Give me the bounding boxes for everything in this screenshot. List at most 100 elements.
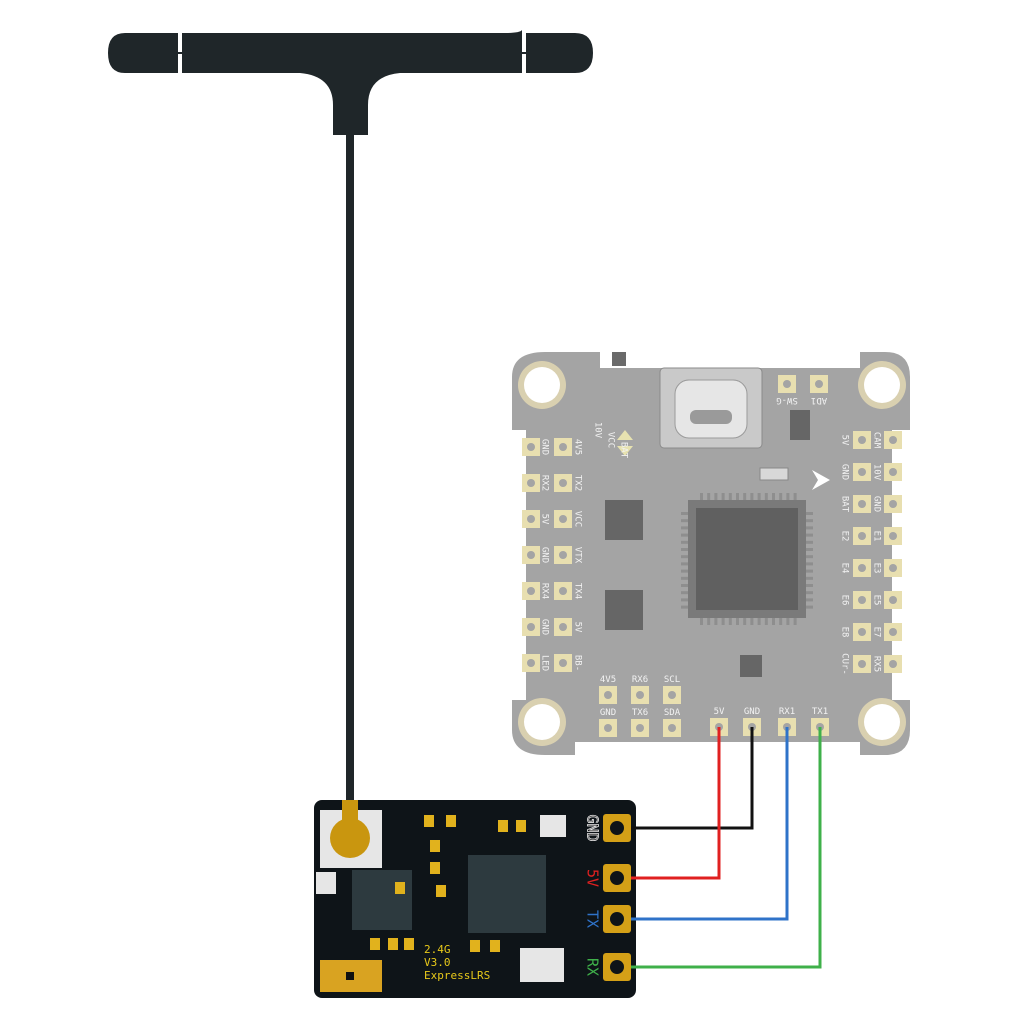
fc-pad [554, 618, 572, 636]
fc-power-label: VCC [606, 432, 616, 448]
smd-component [498, 820, 508, 832]
fc-pad-label: E3 [872, 563, 882, 574]
wire [631, 727, 721, 880]
fc-pad-label: E2 [840, 531, 850, 542]
fc-power-label: 10V [593, 422, 603, 439]
smd-component [424, 815, 434, 827]
smd-component [470, 940, 480, 952]
receiver-label: ExpressLRS [424, 969, 490, 982]
fc-pad-label: RX6 [632, 675, 648, 685]
fc-pad [554, 654, 572, 672]
smd-component [436, 885, 446, 897]
fc-pad [599, 719, 617, 737]
fc-pad-label: GND [840, 464, 850, 480]
fc-pad-label: 4V5 [600, 675, 616, 685]
mounting-hole-icon [858, 698, 906, 746]
smd-component [370, 938, 380, 950]
smd-component [404, 938, 414, 950]
fc-pad [853, 559, 871, 577]
fc-pad [554, 474, 572, 492]
fc-pad-label: RX4 [540, 583, 550, 599]
receiver-pin-label: RX [584, 958, 602, 976]
mounting-hole-icon [858, 361, 906, 409]
receiver-pad [603, 864, 631, 892]
arrow-logo-icon [812, 470, 830, 490]
fc-pad [884, 623, 902, 641]
smd-component [430, 862, 440, 874]
fc-pad-label: CAM [872, 432, 882, 449]
fc-pad [778, 375, 796, 393]
fc-pad [853, 431, 871, 449]
chip [740, 655, 762, 677]
fc-pad [853, 623, 871, 641]
fc-wire-pad-label: 5V [714, 707, 725, 717]
fc-pad [810, 375, 828, 393]
fc-pad-label: E7 [872, 627, 882, 638]
fc-pad [522, 438, 540, 456]
receiver-pin-label: TX [584, 910, 602, 928]
wire [631, 727, 822, 969]
fc-pad [884, 655, 902, 673]
fc-pad-label: GND [872, 496, 882, 512]
smd-component [446, 815, 456, 827]
fc-pad-label: GND [540, 439, 550, 455]
wire [631, 727, 789, 921]
fc-pad-label: BB- [573, 655, 583, 671]
fc-pad-label: E6 [840, 595, 850, 606]
fc-pad [853, 527, 871, 545]
fc-pad-label: CUr- [840, 653, 850, 675]
smd-component [388, 938, 398, 950]
fc-pad-label: GND [540, 619, 550, 635]
fc-pad-label: 4V5 [573, 439, 583, 455]
receiver-pin-label: 5V [584, 869, 602, 887]
receiver-label: V3.0 [424, 956, 451, 969]
fc-pad-label: E5 [872, 595, 882, 606]
fc-pad [853, 591, 871, 609]
chip [605, 590, 643, 630]
fc-pad [522, 510, 540, 528]
component [520, 948, 564, 982]
fc-pad-label: 5V [573, 622, 583, 633]
fc-pad [853, 495, 871, 513]
fc-pad-label: LED [540, 655, 550, 671]
fc-power-label: BAT [619, 442, 629, 459]
fc-pad [853, 463, 871, 481]
button-component [612, 352, 626, 366]
smd-component [516, 820, 526, 832]
usb-c-port-icon [659, 367, 763, 449]
fc-wire-pad-label: RX1 [779, 707, 795, 717]
chip [790, 410, 810, 440]
fc-pad-label: TX2 [573, 475, 583, 491]
fc-wire-pad-label: TX1 [812, 707, 828, 717]
fc-pad-label: RX2 [540, 475, 550, 491]
smd-component [490, 940, 500, 952]
receiver-pad [603, 814, 631, 842]
fc-pad-label: AD1 [811, 395, 827, 405]
fc-pad-label: TX6 [632, 708, 648, 718]
antenna-connector-icon [330, 818, 370, 858]
fc-pad [884, 559, 902, 577]
smd-component [395, 882, 405, 894]
fc-pad [631, 719, 649, 737]
fc-pad [663, 719, 681, 737]
fc-pad [522, 582, 540, 600]
fc-pad-label: VTX [573, 547, 583, 564]
fc-pad [884, 591, 902, 609]
fc-pad [853, 655, 871, 673]
fc-pad-label: SCL [664, 675, 680, 685]
antenna-icon [108, 30, 593, 800]
mcu-chip-icon [688, 500, 806, 618]
mcu-chip-icon [468, 855, 546, 933]
mounting-hole-icon [518, 361, 566, 409]
fc-pad [884, 431, 902, 449]
fc-pad [599, 686, 617, 704]
fc-pad-label: E4 [840, 563, 850, 574]
fc-pad [884, 527, 902, 545]
fc-wire-pad-label: GND [744, 707, 760, 717]
mounting-hole-icon [518, 698, 566, 746]
smd-component [430, 840, 440, 852]
fc-pad-label: E8 [840, 627, 850, 638]
